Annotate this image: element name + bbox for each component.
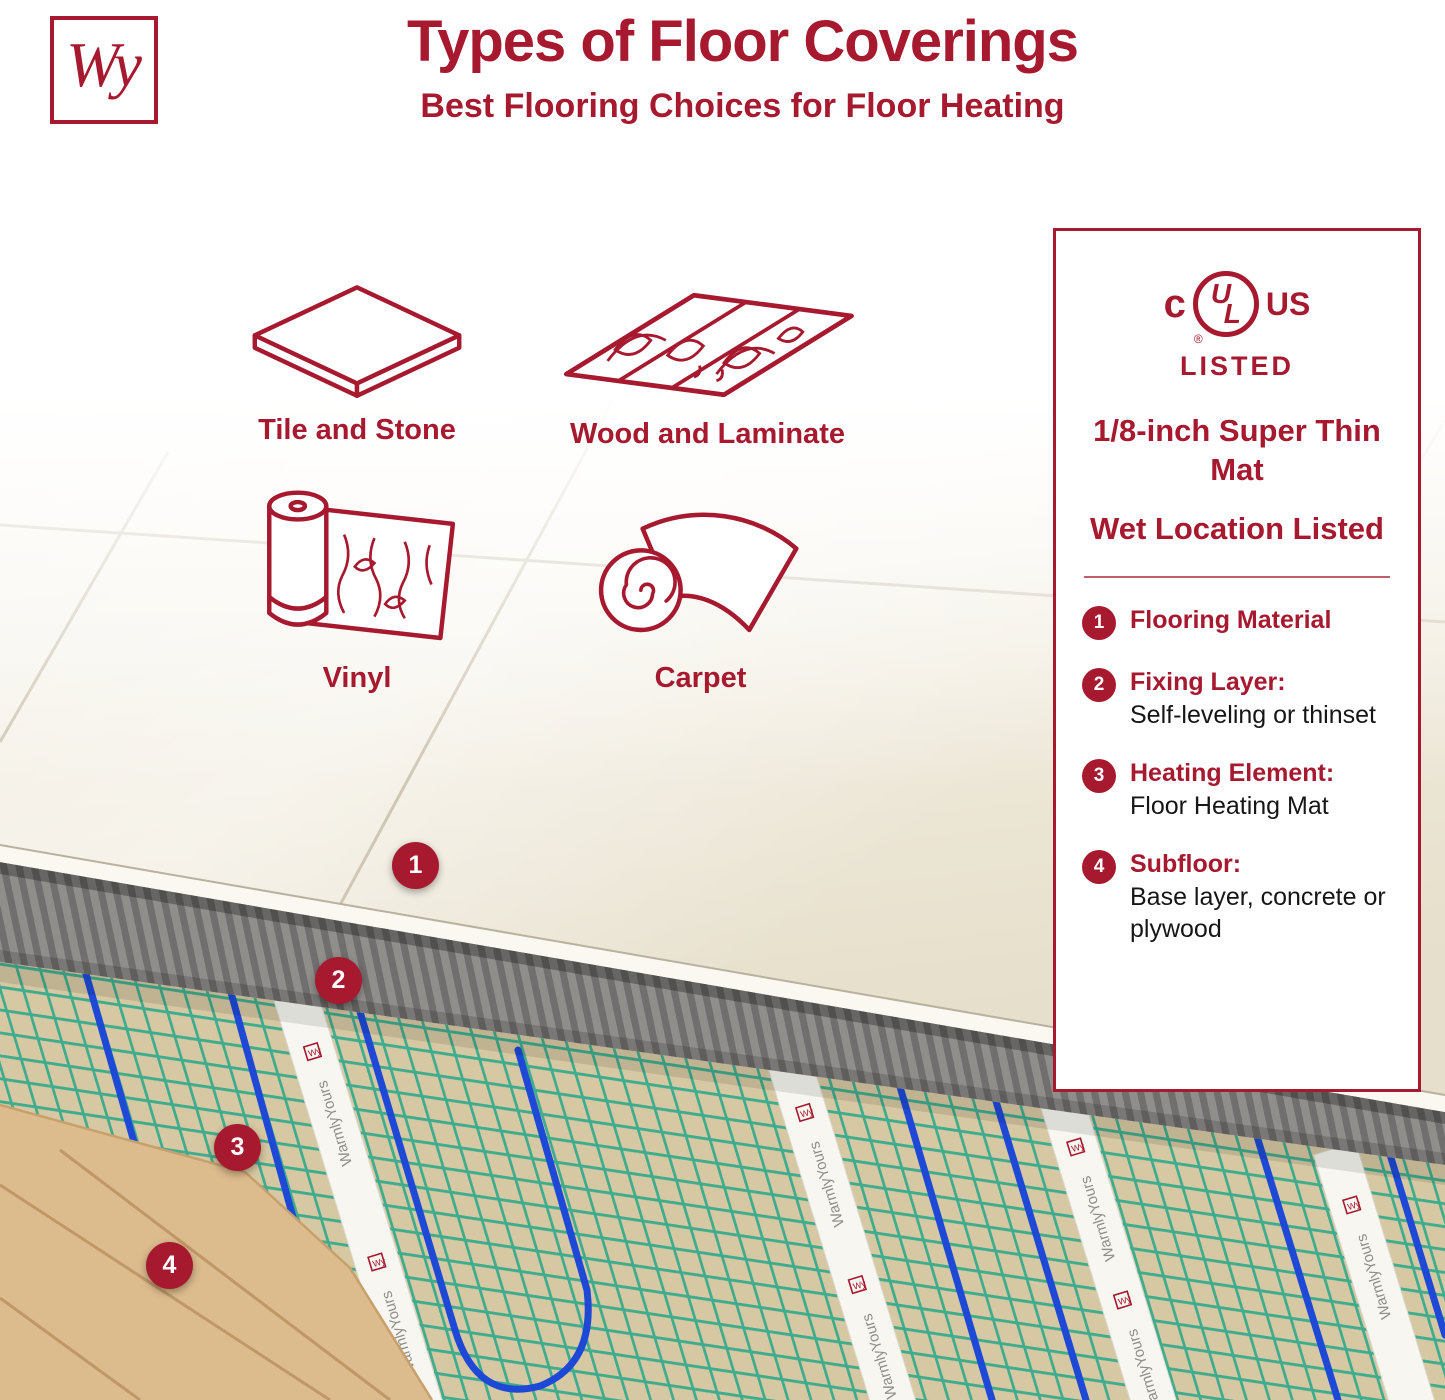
floor-type-label: Carpet — [654, 662, 747, 694]
panel-headline-thin-mat: 1/8-inch Super Thin Mat — [1093, 413, 1381, 487]
wood-subfloor — [0, 1103, 434, 1400]
callout-2-fixing-layer: 2 — [315, 957, 362, 1004]
ul-listed-label: LISTED — [1179, 351, 1294, 381]
legend-item-heating-element: 3 Heating Element: Floor Heating Mat — [1082, 757, 1392, 822]
floor-type-label: Wood and Laminate — [570, 418, 845, 450]
callout-3-heating-element: 3 — [214, 1124, 261, 1171]
ul-canada-letter: c — [1163, 281, 1186, 326]
ul-circle-logo: U L ® — [1192, 271, 1259, 346]
floor-type-carpet: Carpet — [568, 496, 833, 695]
floor-type-vinyl: Vinyl — [248, 478, 466, 695]
page-subtitle: Best Flooring Choices for Floor Heating — [420, 87, 1065, 125]
legend-number-badge: 2 — [1082, 668, 1116, 703]
legend-item-fixing-layer: 2 Fixing Layer: Self-leveling or thinset — [1082, 666, 1392, 731]
wood-laminate-icon — [563, 292, 854, 398]
floor-type-tile-stone: Tile and Stone — [218, 282, 496, 447]
legend-number-badge: 3 — [1082, 759, 1116, 794]
floor-type-label: Tile and Stone — [258, 414, 456, 446]
panel-headline-wet-location: Wet Location Listed — [1090, 510, 1384, 546]
layer-legend: 1 Flooring Material 2 Fixing Layer: Self… — [1082, 604, 1392, 946]
carpet-roll-icon — [598, 512, 799, 633]
legend-number-badge: 1 — [1082, 606, 1116, 641]
callout-1-flooring: 1 — [392, 842, 439, 889]
floor-type-wood-laminate: Wood and Laminate — [535, 284, 880, 451]
panel-divider — [1084, 576, 1390, 579]
page-header: Types of Floor Coverings Best Flooring C… — [45, 8, 1440, 126]
legend-item-flooring: 1 Flooring Material — [1082, 604, 1392, 641]
vinyl-roll-icon — [266, 490, 455, 641]
ul-us-letters: US — [1265, 285, 1311, 322]
registered-mark: ® — [1193, 332, 1203, 346]
brand-logo-monogram: Wy — [66, 29, 142, 100]
brand-logo: Wy — [50, 16, 158, 124]
legend-item-subfloor: 4 Subfloor: Base layer, concrete or plyw… — [1082, 848, 1392, 946]
tile-stone-icon — [252, 285, 462, 398]
callout-4-subfloor: 4 — [146, 1242, 193, 1289]
legend-number-badge: 4 — [1082, 850, 1116, 885]
spec-panel: c U L ® US LISTED 1/8-inch Super Thin Ma… — [1053, 228, 1421, 1092]
floor-type-label: Vinyl — [322, 662, 392, 694]
ul-certification-mark: c U L ® US LISTED — [1082, 271, 1392, 382]
page-title: Types of Floor Coverings — [406, 9, 1079, 74]
